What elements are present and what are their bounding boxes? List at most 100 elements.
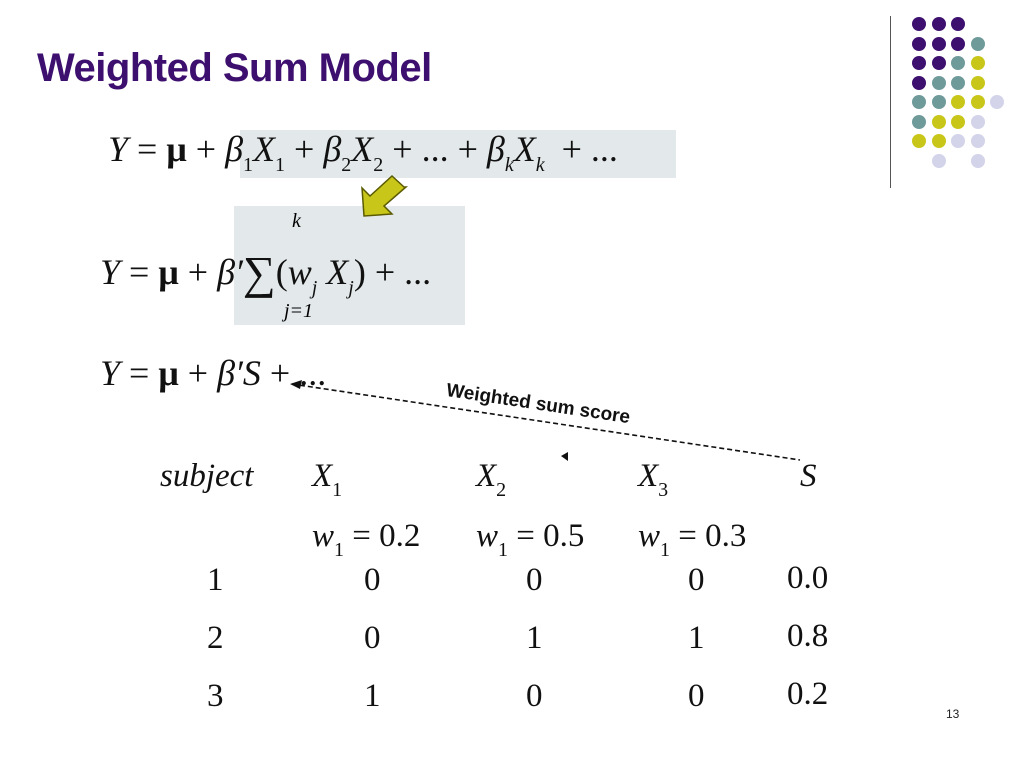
equation2-highlight <box>234 206 465 325</box>
eq1-plus2: + <box>294 129 315 169</box>
eq2-open-paren: ( <box>275 252 288 292</box>
table-cell: 2 <box>207 620 224 656</box>
eq1-betak-sub: k <box>504 154 514 176</box>
eq3-y: Y <box>100 353 121 393</box>
eq1-equals: = <box>137 129 158 169</box>
table-cell: 0.0 <box>787 560 829 596</box>
eq2-w: w <box>287 252 312 292</box>
decorative-dot <box>951 36 965 51</box>
weight-x2: w1 = 0.5 <box>476 518 585 561</box>
eq2-beta-prime: β′ <box>217 252 243 292</box>
eq3-equals: = <box>129 353 150 393</box>
eq2-x: X <box>326 252 349 292</box>
decorative-dot <box>912 75 926 90</box>
table-cell: 0 <box>364 562 381 598</box>
eq1-betak: β <box>486 129 505 169</box>
eq2-tail: + ... <box>374 252 432 292</box>
decorative-dot <box>951 56 965 70</box>
eq2-mu: μ <box>158 252 179 292</box>
eq3-plus: + <box>187 353 209 393</box>
page-number: 13 <box>946 707 960 721</box>
eq1-x2-sub: 2 <box>373 154 384 176</box>
eq1-beta1-sub: 1 <box>243 154 254 176</box>
eq3-s: S <box>242 353 261 393</box>
small-triangle-marker-icon <box>561 452 568 461</box>
decorative-dot <box>931 114 946 129</box>
table-cell: 1 <box>364 678 381 714</box>
eq2-sum-lower: j=1 <box>284 300 314 322</box>
eq1-x1: X <box>253 129 276 169</box>
weight-x1: w1 = 0.2 <box>312 518 421 561</box>
decorative-dot <box>951 134 965 148</box>
table-header-x1: X1 <box>312 458 343 501</box>
eq1-y: Y <box>108 129 129 169</box>
eq1-x1-sub: 1 <box>275 154 286 176</box>
decorative-dot <box>990 95 1004 109</box>
table-cell: 1 <box>688 620 705 656</box>
eq3-mu: μ <box>158 353 179 393</box>
table-cell: 0 <box>526 562 543 598</box>
decorative-dot <box>931 75 946 90</box>
table-cell: 0.8 <box>787 618 829 654</box>
decorative-dot <box>931 36 946 51</box>
table-cell: 3 <box>207 678 224 714</box>
decorative-dot <box>912 134 926 148</box>
eq3-beta-prime: β′ <box>217 353 243 393</box>
eq1-beta1: β <box>225 129 244 169</box>
divider-line <box>890 16 891 188</box>
weight-x3: w1 = 0.3 <box>638 518 747 561</box>
eq2-close-paren: ) <box>353 252 366 292</box>
eq2-x-sub: j <box>348 277 354 299</box>
table-header-subject: subject <box>160 458 254 494</box>
decorative-dot <box>931 56 946 70</box>
dashed-pointer-line <box>291 383 801 461</box>
table-cell: 0 <box>688 562 705 598</box>
eq1-xk-sub: k <box>535 154 545 176</box>
eq1-beta2: β <box>323 129 342 169</box>
down-left-arrow-icon <box>361 174 409 217</box>
eq1-plus: + <box>195 129 217 169</box>
eq1-xk: X <box>513 129 536 169</box>
eq2-w-sub: j <box>311 277 318 299</box>
table-cell: 0 <box>688 678 705 714</box>
decorative-dot <box>951 75 965 90</box>
decorative-dot <box>912 56 926 70</box>
eq1-mu: μ <box>166 129 187 169</box>
decorative-dot <box>970 134 985 148</box>
decorative-dot <box>931 134 946 148</box>
decorative-dot <box>912 17 926 31</box>
slide-title: Weighted Sum Model <box>37 46 432 90</box>
eq2-sum-upper: k <box>292 210 301 232</box>
decorative-dot <box>970 75 985 90</box>
eq2-y: Y <box>100 252 121 292</box>
table-cell: 1 <box>526 620 543 656</box>
equation-1: Y = μ + β1X1 + β2X2 + ... + βkXk + ... <box>108 128 618 176</box>
eq2-sum: ∑ <box>242 247 276 298</box>
decorative-dot <box>970 114 985 129</box>
table-header-s: S <box>800 458 817 494</box>
decorative-dot <box>970 153 985 168</box>
eq1-x2: X <box>351 129 374 169</box>
decorative-dot <box>970 36 985 51</box>
equation1-highlight <box>240 130 676 178</box>
decorative-dot <box>912 114 926 129</box>
decorative-dot <box>951 17 965 31</box>
decorative-dot <box>951 95 965 109</box>
table-header-x2: X2 <box>476 458 507 501</box>
decorative-dot <box>912 36 926 51</box>
equation-2: Y = μ + β′∑(wj Xj) + ... <box>100 242 432 299</box>
eq1-tail: + ... <box>561 129 618 169</box>
decorative-dot <box>931 17 946 31</box>
table-header-x3: X3 <box>638 458 669 501</box>
eq2-plus: + <box>187 252 209 292</box>
decorative-dot <box>970 95 985 109</box>
eq2-equals: = <box>129 252 150 292</box>
decorative-dot <box>970 56 985 70</box>
decorative-dot <box>912 95 926 109</box>
table-cell: 1 <box>207 562 224 598</box>
decorative-dot <box>931 153 946 168</box>
equation-3: Y = μ + β′S + ... <box>100 352 326 394</box>
table-cell: 0 <box>526 678 543 714</box>
decorative-dot <box>931 95 946 109</box>
